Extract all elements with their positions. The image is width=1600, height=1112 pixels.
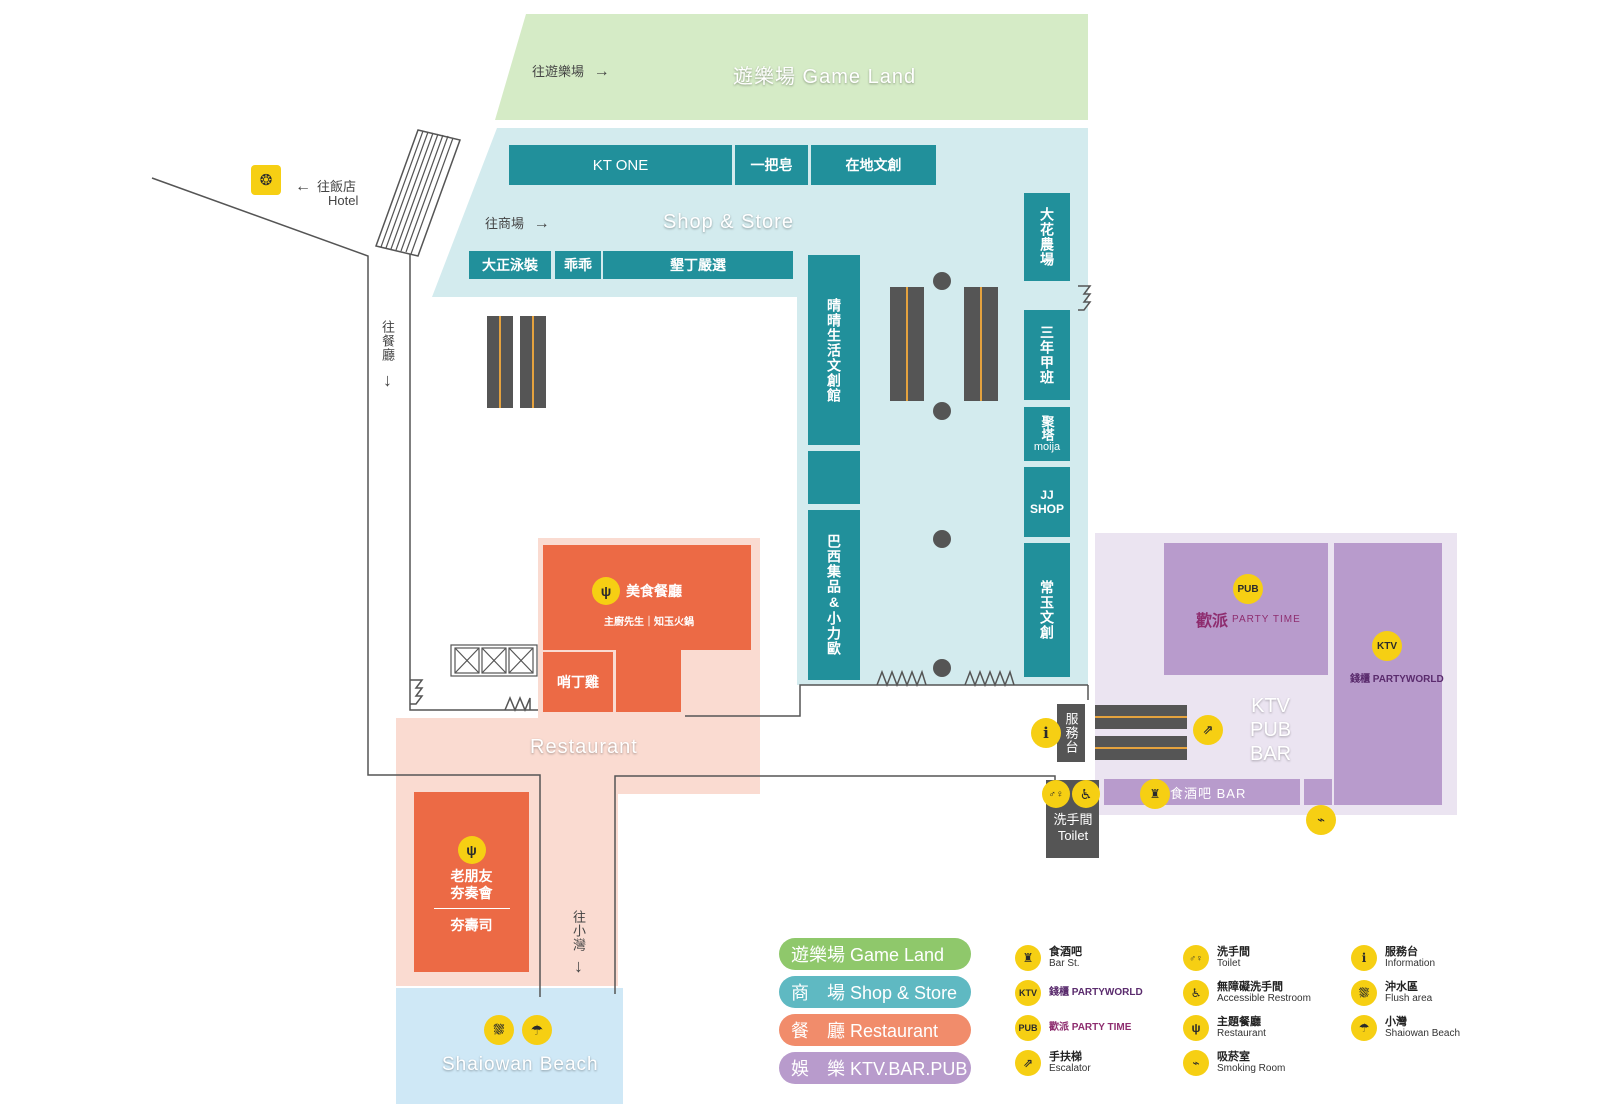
restaurant-icon: ψ [457,836,486,864]
shower-icon: ⛆ [1351,980,1377,1006]
legend-game-land: 遊樂場 Game Land [779,938,971,970]
shao-ding-restaurant[interactable]: 哨丁雞 [543,652,613,712]
sushi-name: 夯壽司 [450,917,493,933]
accessible-icon: ♿ [1072,780,1100,808]
divider [433,908,510,909]
pillars [933,272,951,677]
gourmet-name: 美食餐廳 [626,583,682,599]
to-game-land-label: 往遊樂場 → [532,63,610,80]
escalators [487,287,1187,760]
to-beach-label: 往小灣 ↓ [571,910,586,976]
shop-yi-ba-zao[interactable]: 一把皂 [735,145,808,185]
ktv-room[interactable] [1334,543,1442,805]
bar-icon: ♜ [1140,779,1170,809]
shop-kenting-select[interactable]: 墾丁嚴選 [603,251,793,279]
restaurant-icon: ψ [1183,1015,1209,1041]
ktv-icon: KTV [1015,980,1041,1006]
game-land-zone [495,14,1088,120]
shop-san-nian[interactable]: 三年甲班 [1024,310,1070,400]
shop-kt-one[interactable]: KT ONE [509,145,732,185]
bar-side-room [1304,779,1332,805]
escalator-icon: ⇗ [1193,715,1223,745]
storage-boxes [450,644,538,677]
ramp [375,129,461,257]
shop-jj-shop[interactable]: JJ SHOP [1024,467,1070,537]
shop-ju-ta[interactable]: 聚塔 moija [1024,407,1070,461]
legend-ktv: KTV 錢櫃 PARTYWORLD [1015,980,1143,1006]
shop-local-art[interactable]: 在地文創 [811,145,936,185]
pub-icon: PUB [1015,1015,1041,1041]
beach-title: Shaiowan Beach [442,1054,599,1075]
shop-unnamed[interactable] [808,451,860,504]
ktv-pub-bar-title: KTV PUB BAR [1250,695,1292,765]
escalator-icon: ⇗ [1015,1050,1041,1076]
to-restaurant-label: 往餐廳 ↓ [380,320,395,390]
gourmet-header: ψ 美食餐廳 [592,577,682,605]
old-friend-name: 老朋友 夯奏會 [450,868,493,901]
shop-guai-guai[interactable]: 乖乖 [555,251,601,279]
old-friend-restaurant[interactable]: ψ 老朋友 夯奏會 夯壽司 [414,792,529,972]
game-land-title: 遊樂場 Game Land [733,66,917,88]
pub-logo: 歡派 PARTY TIME [1196,613,1301,630]
service-desk[interactable]: 服務台 [1057,704,1085,762]
ktv-logo: 錢櫃 PARTYWORLD [1350,674,1444,685]
shop-da-zheng[interactable]: 大正泳裝 [469,251,551,279]
gourmet-restaurant-lower [616,650,681,712]
to-hotel-label: ←往飯店 [295,178,357,195]
legend-pub: PUB 歡派 PARTY TIME [1015,1015,1131,1041]
legend-shop-store: 商 場 Shop & Store [779,976,971,1008]
shop-store-title: Shop & Store [663,211,794,233]
gourmet-restaurant[interactable] [543,545,751,650]
toilet-icon: ♂♀ [1183,945,1209,971]
shop-qing-jing[interactable]: 晴晴生活文創館 [808,255,860,445]
shop-brazil[interactable]: 巴西集品&小力歐 [808,510,860,680]
shower-icon: ⛆ [484,1015,514,1045]
stairs [410,285,1092,712]
hotel-logo-icon: ❂ [251,165,281,195]
ktv-badge-icon: KTV [1372,631,1402,661]
legend-restaurant: 餐 廳 Restaurant [779,1014,971,1046]
info-icon: i [1351,945,1377,971]
bar-icon: ♜ [1015,945,1041,971]
pub-room[interactable] [1164,543,1328,675]
hotel-label-en: Hotel [328,193,359,208]
bar-street[interactable]: 食酒吧 BAR [1104,779,1300,805]
gourmet-subtitle: 主廚先生｜知玉火鍋 [604,617,694,628]
restaurant-icon: ψ [592,577,620,605]
smoking-icon: ⌁ [1183,1050,1209,1076]
shop-chang-yu[interactable]: 常玉文創 [1024,543,1070,677]
shop-flower-farm[interactable]: 大花農場 [1024,193,1070,281]
restaurant-title: Restaurant [530,736,638,758]
beach-icon: ☂ [1351,1015,1377,1041]
beach-zone [396,988,623,1104]
to-shop-label: 往商場 → [485,215,550,232]
legend-entertainment: 娛 樂 KTV.BAR.PUB [779,1052,971,1084]
pub-badge-icon: PUB [1233,574,1263,604]
accessible-icon: ♿ [1183,980,1209,1006]
smoking-icon: ⌁ [1306,805,1336,835]
beach-icon: ☂ [522,1015,552,1045]
toilet-icon: ♂♀ [1042,780,1070,808]
info-icon[interactable]: i [1031,718,1061,748]
toilet-label: 洗手間 Toilet [1053,812,1093,843]
